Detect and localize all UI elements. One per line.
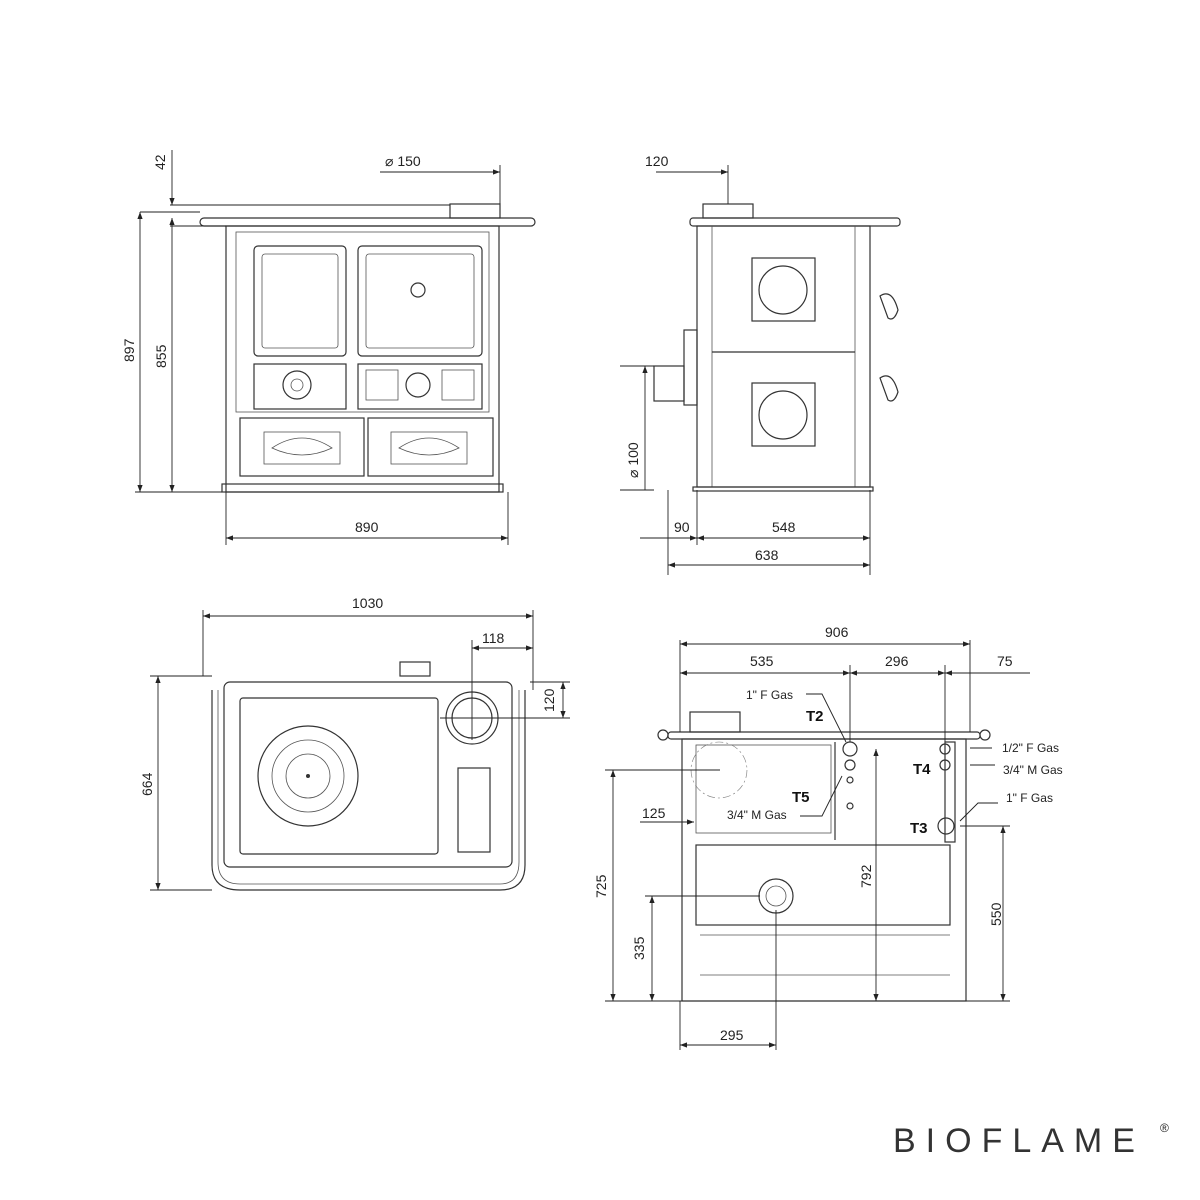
- bioflame-logo: BIOFLAME ®: [893, 1121, 1169, 1160]
- t4-spec-2: 3/4" M Gas: [1003, 763, 1063, 777]
- dim-flue-x: 118: [482, 630, 505, 646]
- t2-tag: T2: [806, 708, 824, 725]
- dim-lower-height: 335: [631, 936, 647, 960]
- dim-flue-offset: 120: [645, 153, 669, 169]
- dim-flue-side: 125: [642, 805, 666, 821]
- dim-side-flue-diameter: ⌀ 100: [625, 442, 641, 478]
- dim-back-left: 535: [750, 653, 774, 669]
- t3-spec: 1" F Gas: [1006, 791, 1053, 805]
- dim-total-width: 1030: [352, 595, 383, 611]
- dim-body-depth: 548: [772, 519, 796, 535]
- t5-tag: T5: [792, 789, 810, 806]
- dim-width: 890: [355, 519, 379, 535]
- side-view: 120 ⌀ 100 90 548 638: [620, 153, 901, 575]
- t3-tag: T3: [910, 820, 928, 837]
- dim-t2-height: 792: [858, 864, 874, 888]
- brand-name: BIOFLAME: [893, 1122, 1145, 1160]
- vent-grid: [700, 934, 950, 976]
- dim-flue-height: 725: [593, 874, 609, 898]
- registered-mark: ®: [1160, 1121, 1169, 1135]
- dim-back-width: 906: [825, 624, 849, 640]
- dim-t3-height: 550: [988, 902, 1004, 926]
- dim-top-height: 42: [152, 154, 168, 170]
- t2-spec: 1" F Gas: [746, 688, 793, 702]
- front-view: 42 ⌀ 150 897 855 890: [121, 150, 536, 545]
- t5-spec: 3/4" M Gas: [727, 808, 787, 822]
- dim-body-height: 855: [153, 344, 169, 368]
- dim-back-right: 75: [997, 653, 1013, 669]
- t4-tag: T4: [913, 761, 931, 778]
- dim-flue-y: 120: [541, 688, 557, 712]
- dim-back-mid: 296: [885, 653, 909, 669]
- dim-total-height: 897: [121, 338, 137, 362]
- dim-flue-diameter: ⌀ 150: [385, 153, 421, 169]
- dim-depth: 664: [139, 772, 155, 796]
- t4-spec-1: 1/2" F Gas: [1002, 741, 1059, 755]
- back-view: 906 535 296 75 125 725 335 792 550 295 1…: [593, 624, 1063, 1050]
- top-view: 1030 118 120 664: [139, 595, 570, 891]
- dim-lower-offset: 295: [720, 1027, 744, 1043]
- dim-total-depth: 638: [755, 547, 779, 563]
- dim-flue-depth: 90: [674, 519, 690, 535]
